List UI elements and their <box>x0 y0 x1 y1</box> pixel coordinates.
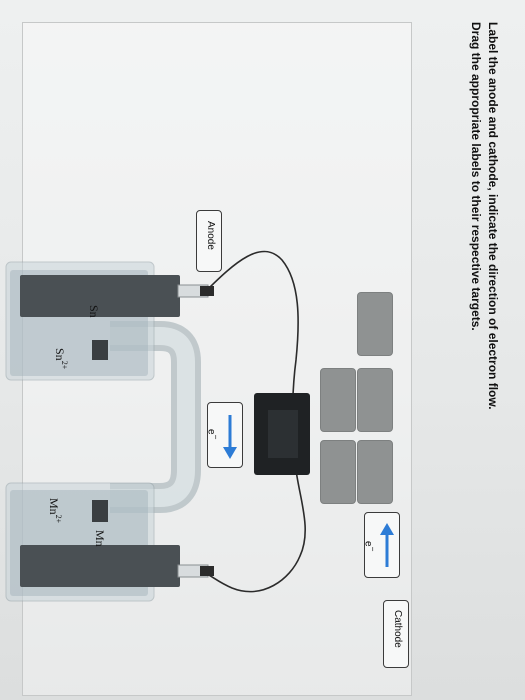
arrow-up-icon <box>380 523 394 567</box>
cathode-label-chip[interactable]: Cathode <box>383 600 409 668</box>
arrow-down-icon <box>223 415 237 459</box>
electron-label-down: e− <box>205 429 221 440</box>
drop-target-2[interactable] <box>357 368 393 432</box>
electrode-sn <box>20 275 180 317</box>
mn-electrode-label: Mn <box>93 530 107 547</box>
drop-target-4[interactable] <box>320 368 356 432</box>
anode-label-chip[interactable]: Anode <box>196 210 222 272</box>
sn-ion-label: Sn2+ <box>53 348 69 370</box>
electron-label-up: e− <box>362 541 378 552</box>
electrode-mn <box>20 545 180 587</box>
drop-target-1[interactable] <box>357 292 393 356</box>
anode-label-text: Anode <box>205 221 216 250</box>
drop-target-5[interactable] <box>320 440 356 504</box>
drop-target-3[interactable] <box>357 440 393 504</box>
electron-arrow-up-chip[interactable]: e− <box>362 512 400 578</box>
mn-ion-label: Mn2+ <box>47 498 63 524</box>
wire-anode <box>204 250 299 421</box>
cathode-label-text: Cathode <box>392 610 403 648</box>
wire-cathode <box>204 469 306 593</box>
electron-arrow-down-chip[interactable]: e− <box>205 402 243 468</box>
sn-electrode-label: Sn <box>87 305 101 318</box>
